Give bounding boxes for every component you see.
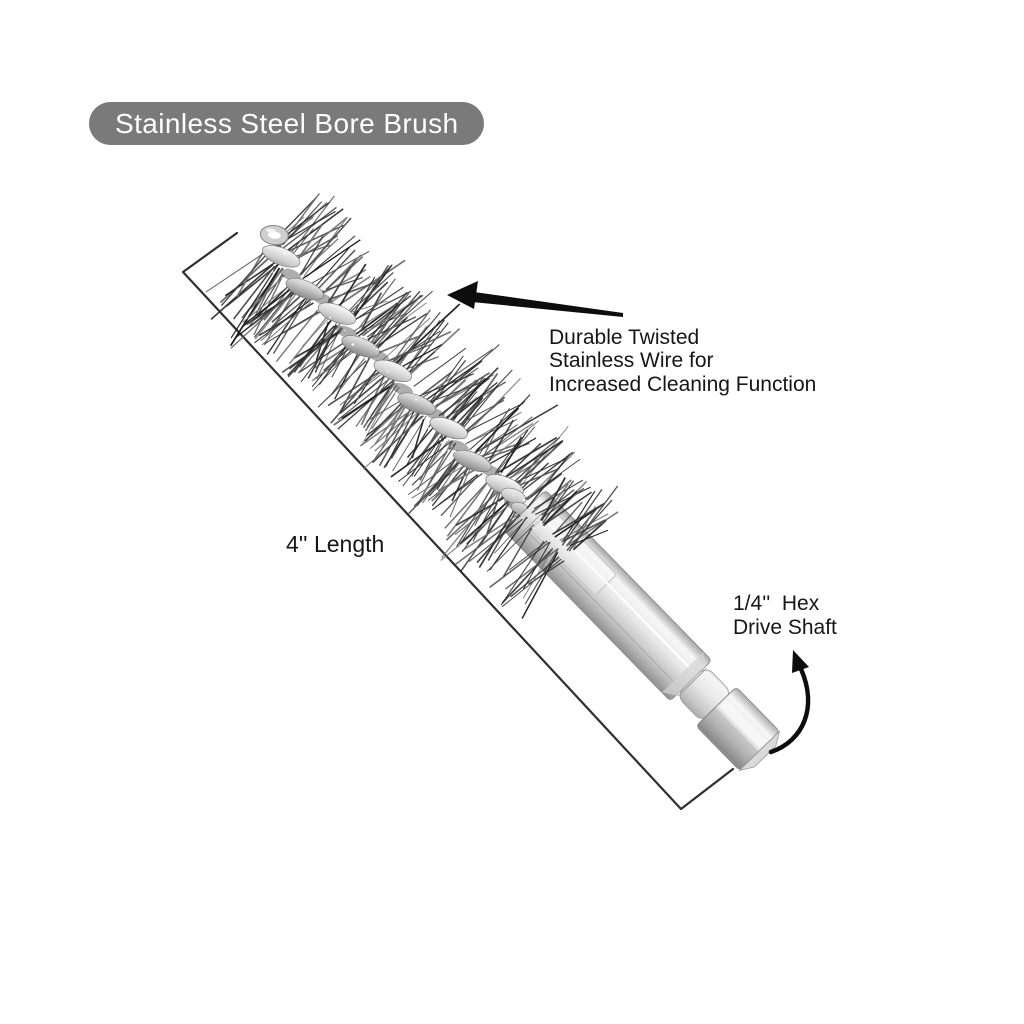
shaft-callout-line-2: Drive Shaft bbox=[733, 616, 837, 639]
twisted-wire-core bbox=[261, 245, 531, 516]
wire-callout-arrow bbox=[447, 281, 623, 317]
length-label: 4'' Length bbox=[286, 531, 385, 557]
dimension-line bbox=[181, 231, 735, 811]
shaft-callout-arrow bbox=[768, 650, 811, 755]
product-title-badge: Stainless Steel Bore Brush bbox=[89, 102, 485, 145]
wire-callout-line-2: Stainless Wire for bbox=[549, 349, 714, 373]
brush-bristles-front bbox=[282, 252, 619, 619]
wire-callout-text: Durable Twisted Stainless Wire for Incre… bbox=[549, 326, 816, 396]
brush-bristles bbox=[205, 192, 574, 573]
shaft-end-chamfer bbox=[738, 730, 781, 772]
brush-assembly bbox=[205, 192, 781, 772]
wire-callout-line-1: Durable Twisted bbox=[549, 326, 700, 349]
wire-callout-line-3: Increased Cleaning Function bbox=[549, 372, 817, 396]
shaft-callout-text: 1/4'' Hex Drive Shaft bbox=[733, 592, 837, 640]
product-title: Stainless Steel Bore Brush bbox=[115, 107, 459, 139]
wire-tip-loop bbox=[259, 224, 289, 246]
shaft-callout-line-1: 1/4'' Hex bbox=[733, 592, 820, 615]
hex-drive-shaft bbox=[505, 491, 781, 772]
